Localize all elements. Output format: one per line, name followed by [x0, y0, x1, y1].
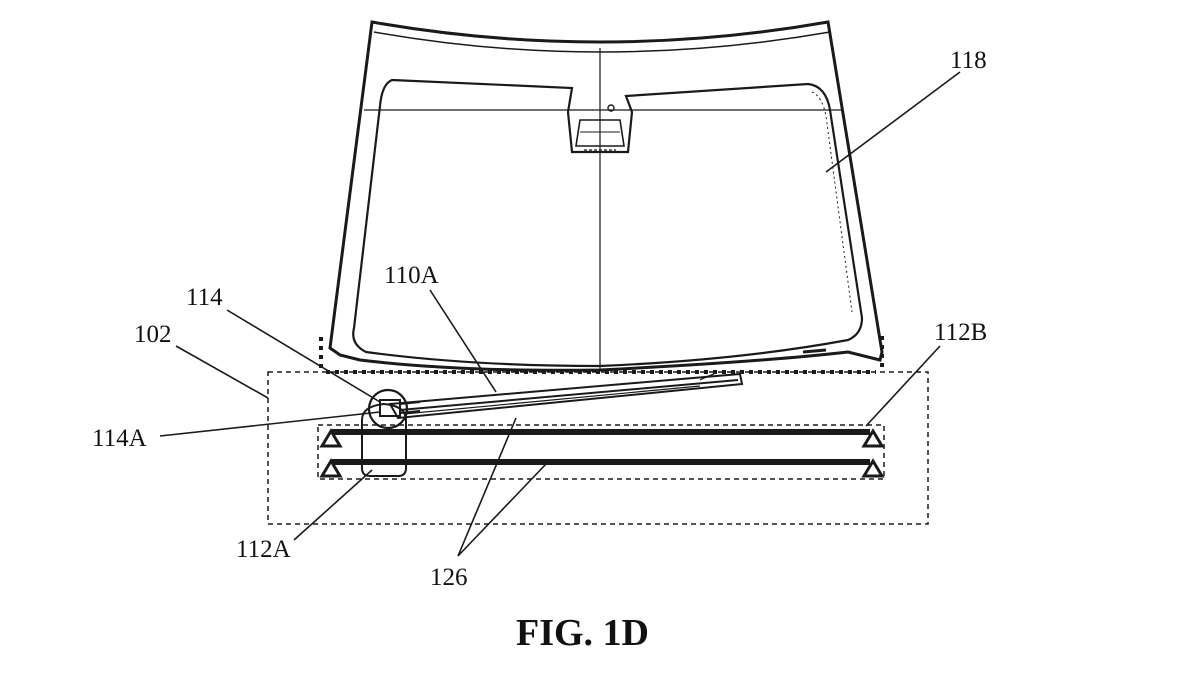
wiper-pivot — [367, 388, 421, 430]
label-114: 114 — [186, 284, 223, 311]
label-112a: 112A — [236, 536, 291, 563]
figure-caption: FIG. 1D — [516, 612, 649, 654]
label-126: 126 — [430, 564, 468, 591]
label-114a: 114A — [92, 425, 147, 452]
guide-rails — [317, 424, 885, 480]
wiper-arm — [388, 372, 744, 420]
label-102: 102 — [134, 321, 172, 348]
wiper-system-boundary — [267, 371, 929, 525]
leader-lines — [159, 71, 961, 557]
label-118: 118 — [950, 47, 987, 74]
cowl-dotted-line — [319, 336, 884, 374]
windshield — [328, 20, 884, 372]
label-110a: 110A — [384, 262, 439, 289]
label-112b: 112B — [934, 319, 987, 346]
